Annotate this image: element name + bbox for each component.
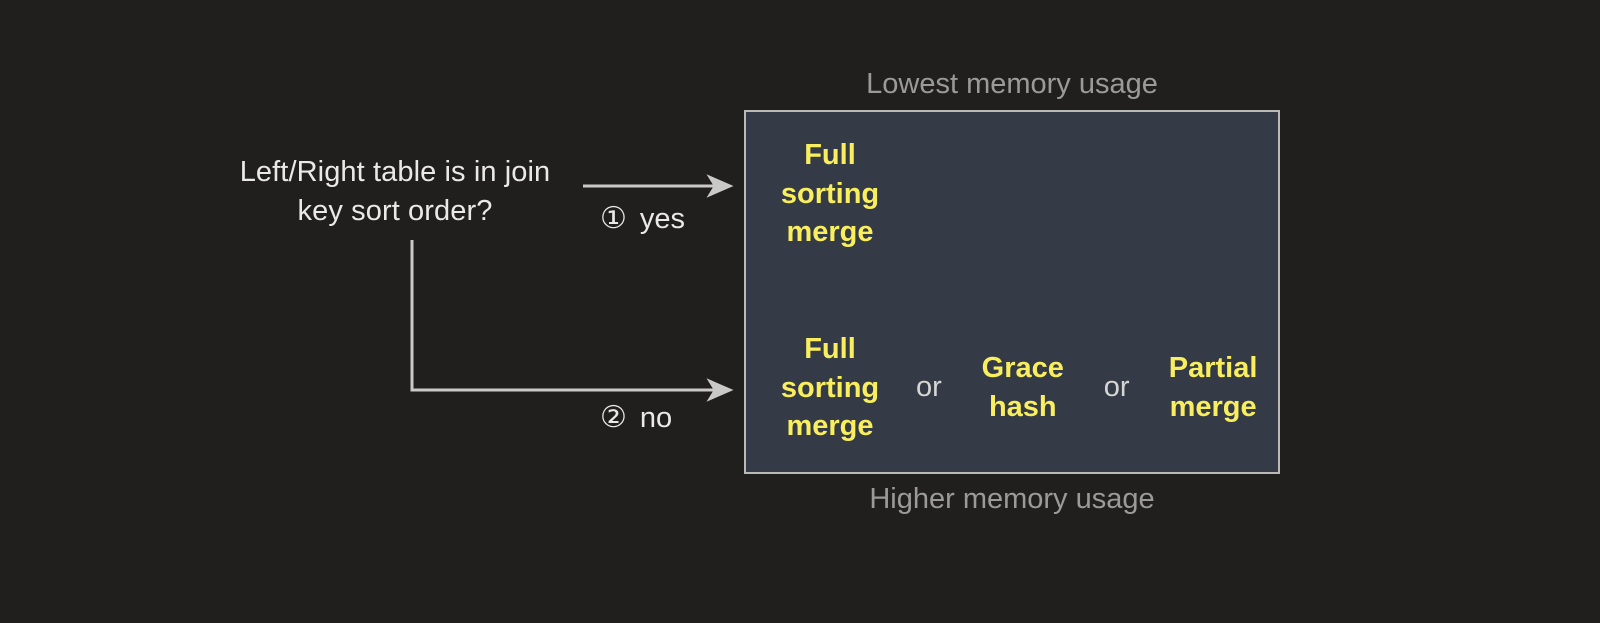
option-full-sorting-merge-top: Full sorting merge — [780, 139, 880, 249]
option-partial-merge: Partial merge — [1168, 352, 1258, 423]
option-full-sorting-merge-bottom: Full sorting merge — [780, 333, 880, 443]
branch-label-no: ② no — [600, 403, 672, 433]
branch-marker-2: ② — [600, 401, 627, 434]
options-panel: Full sorting merge Full sorting merge or… — [744, 110, 1280, 474]
branch-text-no: no — [639, 401, 673, 434]
options-row-unsorted: Full sorting merge or Grace hash or Part… — [746, 330, 1292, 446]
branch-label-yes: ① yes — [600, 204, 685, 234]
option-separator-2: or — [1103, 371, 1130, 404]
option-separator-1: or — [916, 371, 942, 404]
option-grace-hash: Grace hash — [981, 352, 1064, 423]
branch-text-yes: yes — [639, 202, 686, 235]
options-row-sorted: Full sorting merge — [746, 136, 1292, 252]
caption-higher-memory: Higher memory usage — [869, 483, 1155, 515]
caption-lowest-memory: Lowest memory usage — [866, 68, 1158, 100]
branch-marker-1: ① — [600, 202, 627, 235]
connector-no-arrow — [410, 240, 734, 402]
decision-question: Left/Right table is in join key sort ord… — [239, 156, 551, 227]
